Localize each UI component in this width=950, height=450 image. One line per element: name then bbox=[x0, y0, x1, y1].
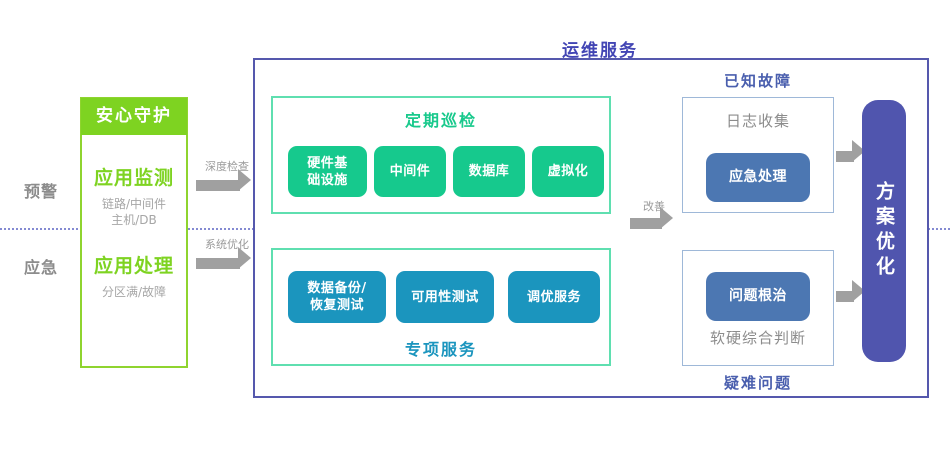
assurance-panel-header: 安心守护 bbox=[81, 98, 187, 135]
arrow-improve: 改善 bbox=[630, 198, 678, 238]
pill-backup-restore-test-line1: 数据备份/ bbox=[307, 281, 367, 296]
pill-database-label: 数据库 bbox=[468, 164, 510, 179]
pill-availability-test[interactable]: 可用性测试 bbox=[396, 271, 494, 323]
arrow-improve-label: 改善 bbox=[643, 200, 665, 213]
arrow-deep-check: 深度检查 bbox=[196, 158, 258, 204]
pill-root-cause-fix-label: 问题根治 bbox=[729, 288, 787, 304]
left-block-handling: 应用处理 分区满/故障 bbox=[82, 251, 186, 300]
pill-middleware-label: 中间件 bbox=[389, 164, 431, 179]
left-block-handling-title: 应用处理 bbox=[93, 255, 174, 277]
stage-label-warning: 预警 bbox=[23, 182, 58, 201]
assurance-panel: 安心守护 应用监测 链路/中间件 主机/DB 应用处理 分区满/故障 bbox=[80, 97, 188, 368]
pill-tuning-service-label: 调优服务 bbox=[526, 289, 581, 305]
pill-emergency-handling[interactable]: 应急处理 bbox=[706, 153, 810, 202]
difficult-problem-title: 疑难问题 bbox=[723, 374, 792, 392]
left-block-monitor-sub1: 链路/中间件 bbox=[101, 197, 167, 211]
pill-backup-restore-test-line2: 恢复测试 bbox=[309, 298, 364, 313]
left-block-monitor: 应用监测 链路/中间件 主机/DB bbox=[82, 163, 186, 228]
left-block-monitor-sub2: 主机/DB bbox=[111, 213, 157, 227]
pill-database[interactable]: 数据库 bbox=[453, 146, 525, 197]
pill-hardware-infrastructure-line1: 硬件基 bbox=[307, 155, 348, 171]
arrow-to-outcome-bottom bbox=[836, 280, 866, 308]
stage-label-emergency: 应急 bbox=[23, 258, 58, 277]
arrow-system-optimize: 系统优化 bbox=[196, 236, 258, 282]
periodic-inspection-title: 定期巡检 bbox=[404, 111, 477, 130]
pill-middleware[interactable]: 中间件 bbox=[374, 146, 446, 197]
pill-backup-restore-test[interactable]: 数据备份/ 恢复测试 bbox=[288, 271, 386, 323]
pill-hardware-infrastructure[interactable]: 硬件基 础设施 bbox=[288, 146, 367, 197]
outcome-bar[interactable]: 方案优化 bbox=[862, 100, 906, 362]
known-fault-title: 已知故障 bbox=[723, 72, 792, 90]
pill-availability-test-label: 可用性测试 bbox=[411, 289, 479, 305]
left-block-monitor-title: 应用监测 bbox=[93, 167, 174, 189]
outcome-bar-label: 方案优化 bbox=[873, 181, 895, 281]
pill-tuning-service[interactable]: 调优服务 bbox=[508, 271, 600, 323]
pill-virtualization-label: 虚拟化 bbox=[547, 164, 589, 179]
special-service-title: 专项服务 bbox=[404, 340, 477, 359]
pill-hardware-infrastructure-line2: 础设施 bbox=[307, 172, 348, 188]
page-title: 运维服务 bbox=[562, 41, 638, 61]
pill-emergency-handling-label: 应急处理 bbox=[729, 169, 787, 185]
pill-root-cause-fix[interactable]: 问题根治 bbox=[706, 272, 810, 321]
arrow-to-outcome-top bbox=[836, 140, 866, 168]
log-collection-label: 日志收集 bbox=[725, 112, 790, 130]
pill-virtualization[interactable]: 虚拟化 bbox=[532, 146, 604, 197]
left-block-handling-sub1: 分区满/故障 bbox=[101, 285, 167, 299]
hw-sw-judgement-label: 软硬综合判断 bbox=[709, 329, 806, 347]
